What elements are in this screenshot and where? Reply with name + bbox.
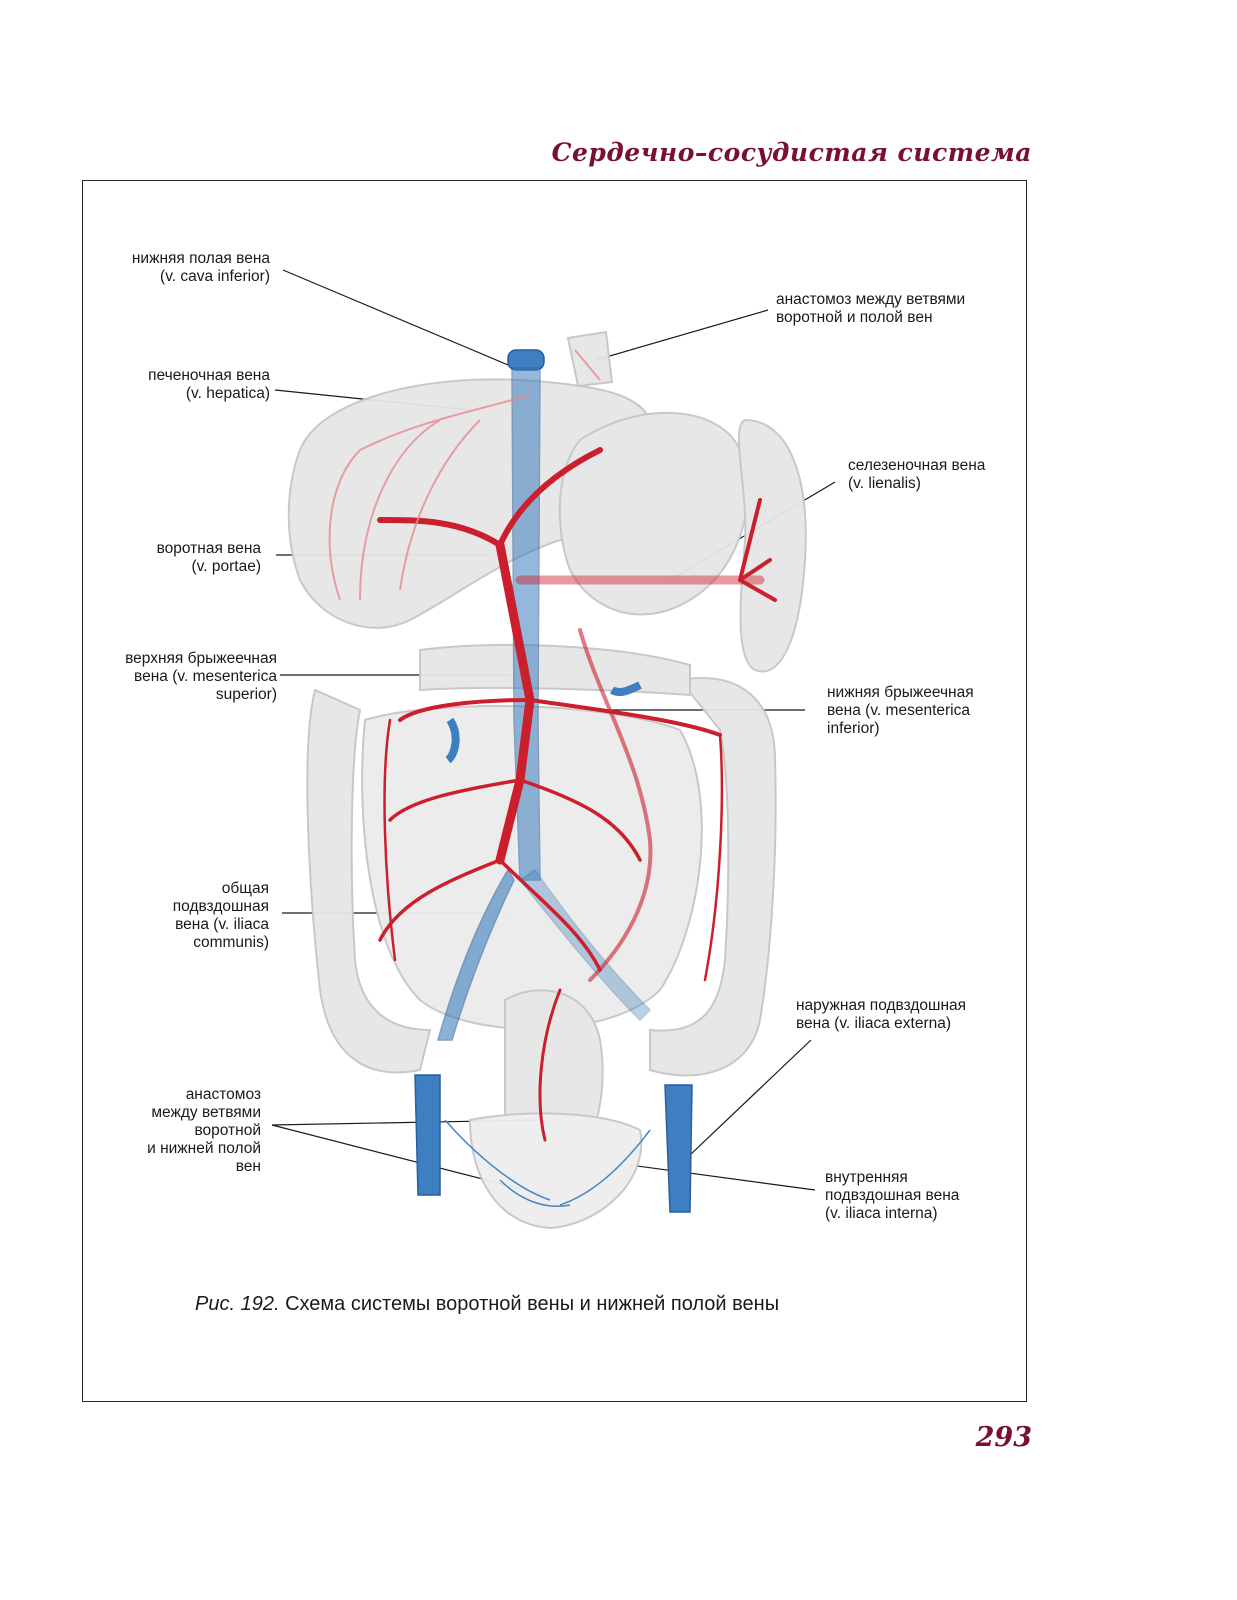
portal-system — [377, 447, 777, 1142]
label-external-iliac-vein: наружная подвздошная вена (v. iliaca ext… — [796, 997, 967, 1032]
mesenteric-branch-5 — [378, 858, 502, 942]
inferior-mesenteric — [578, 628, 653, 982]
figure-caption: Рис. 192. Схема системы воротной вены и … — [195, 1293, 779, 1316]
label-splenic-vein: селезеночная вена (v. lienalis) — [848, 457, 986, 492]
hepatic-veins — [328, 349, 601, 601]
label-inferior-vena-cava: нижняя полая вена (v. cava inferior) — [131, 250, 270, 285]
label-anastomosis-bottom: анастомоз между ветвями воротной и нижне… — [147, 1086, 261, 1175]
descending-colon — [649, 677, 777, 1077]
figure-number: Рис. 192. — [195, 1293, 280, 1315]
label-internal-iliac-vein: внутренняя подвздошная вена (v. iliaca i… — [825, 1169, 960, 1222]
label-portal-vein: воротная вена (v. portae) — [156, 540, 261, 575]
portal-trunk — [495, 540, 535, 865]
pelvic-plexus — [444, 1119, 651, 1207]
mesenteric-branch-3 — [388, 778, 522, 822]
label-common-iliac-vein: общая подвздошная вена (v. iliaca commun… — [172, 880, 269, 951]
running-title: Сердечно–сосудистая система — [551, 138, 1032, 167]
page-number: 293 — [975, 1422, 1032, 1453]
renal-vein-left — [445, 717, 460, 764]
transverse-colon — [419, 644, 691, 697]
mesenteric-branch-6 — [498, 858, 602, 972]
pelvic-floor — [468, 1112, 643, 1230]
renal-vein-right — [609, 681, 642, 697]
portal-right-branch — [497, 447, 603, 548]
splenic-branches — [738, 498, 777, 602]
esophagus — [566, 330, 614, 388]
mesenteric-branch-1 — [398, 698, 532, 722]
left-common-iliac — [437, 868, 515, 1041]
organs — [287, 330, 807, 1230]
figure-frame — [82, 180, 1027, 1402]
mesenteric-branch-4 — [518, 778, 642, 862]
label-superior-mesenteric-vein: верхняя брыжеечная вена (v. mesenterica … — [125, 650, 277, 703]
caption-text: Схема системы воротной вены и нижней пол… — [279, 1293, 780, 1315]
marginal-arcades — [383, 718, 724, 982]
external-iliac-right — [664, 1084, 693, 1213]
portal-left-branch — [377, 517, 503, 548]
ascending-colon — [306, 688, 432, 1074]
ivc-top — [507, 349, 545, 371]
mesenteric-branch-2 — [528, 698, 722, 737]
spleen — [738, 418, 807, 673]
rectal-vein — [538, 988, 562, 1142]
label-inferior-mesenteric-vein: нижняя брыжеечная вена (v. mesenterica i… — [827, 684, 974, 737]
label-anastomosis-top: анастомоз между ветвями воротной и полой… — [776, 291, 966, 326]
external-iliac-left — [414, 1074, 441, 1196]
label-hepatic-vein: печеночная вена (v. hepatica) — [148, 367, 270, 402]
stomach — [558, 411, 749, 616]
